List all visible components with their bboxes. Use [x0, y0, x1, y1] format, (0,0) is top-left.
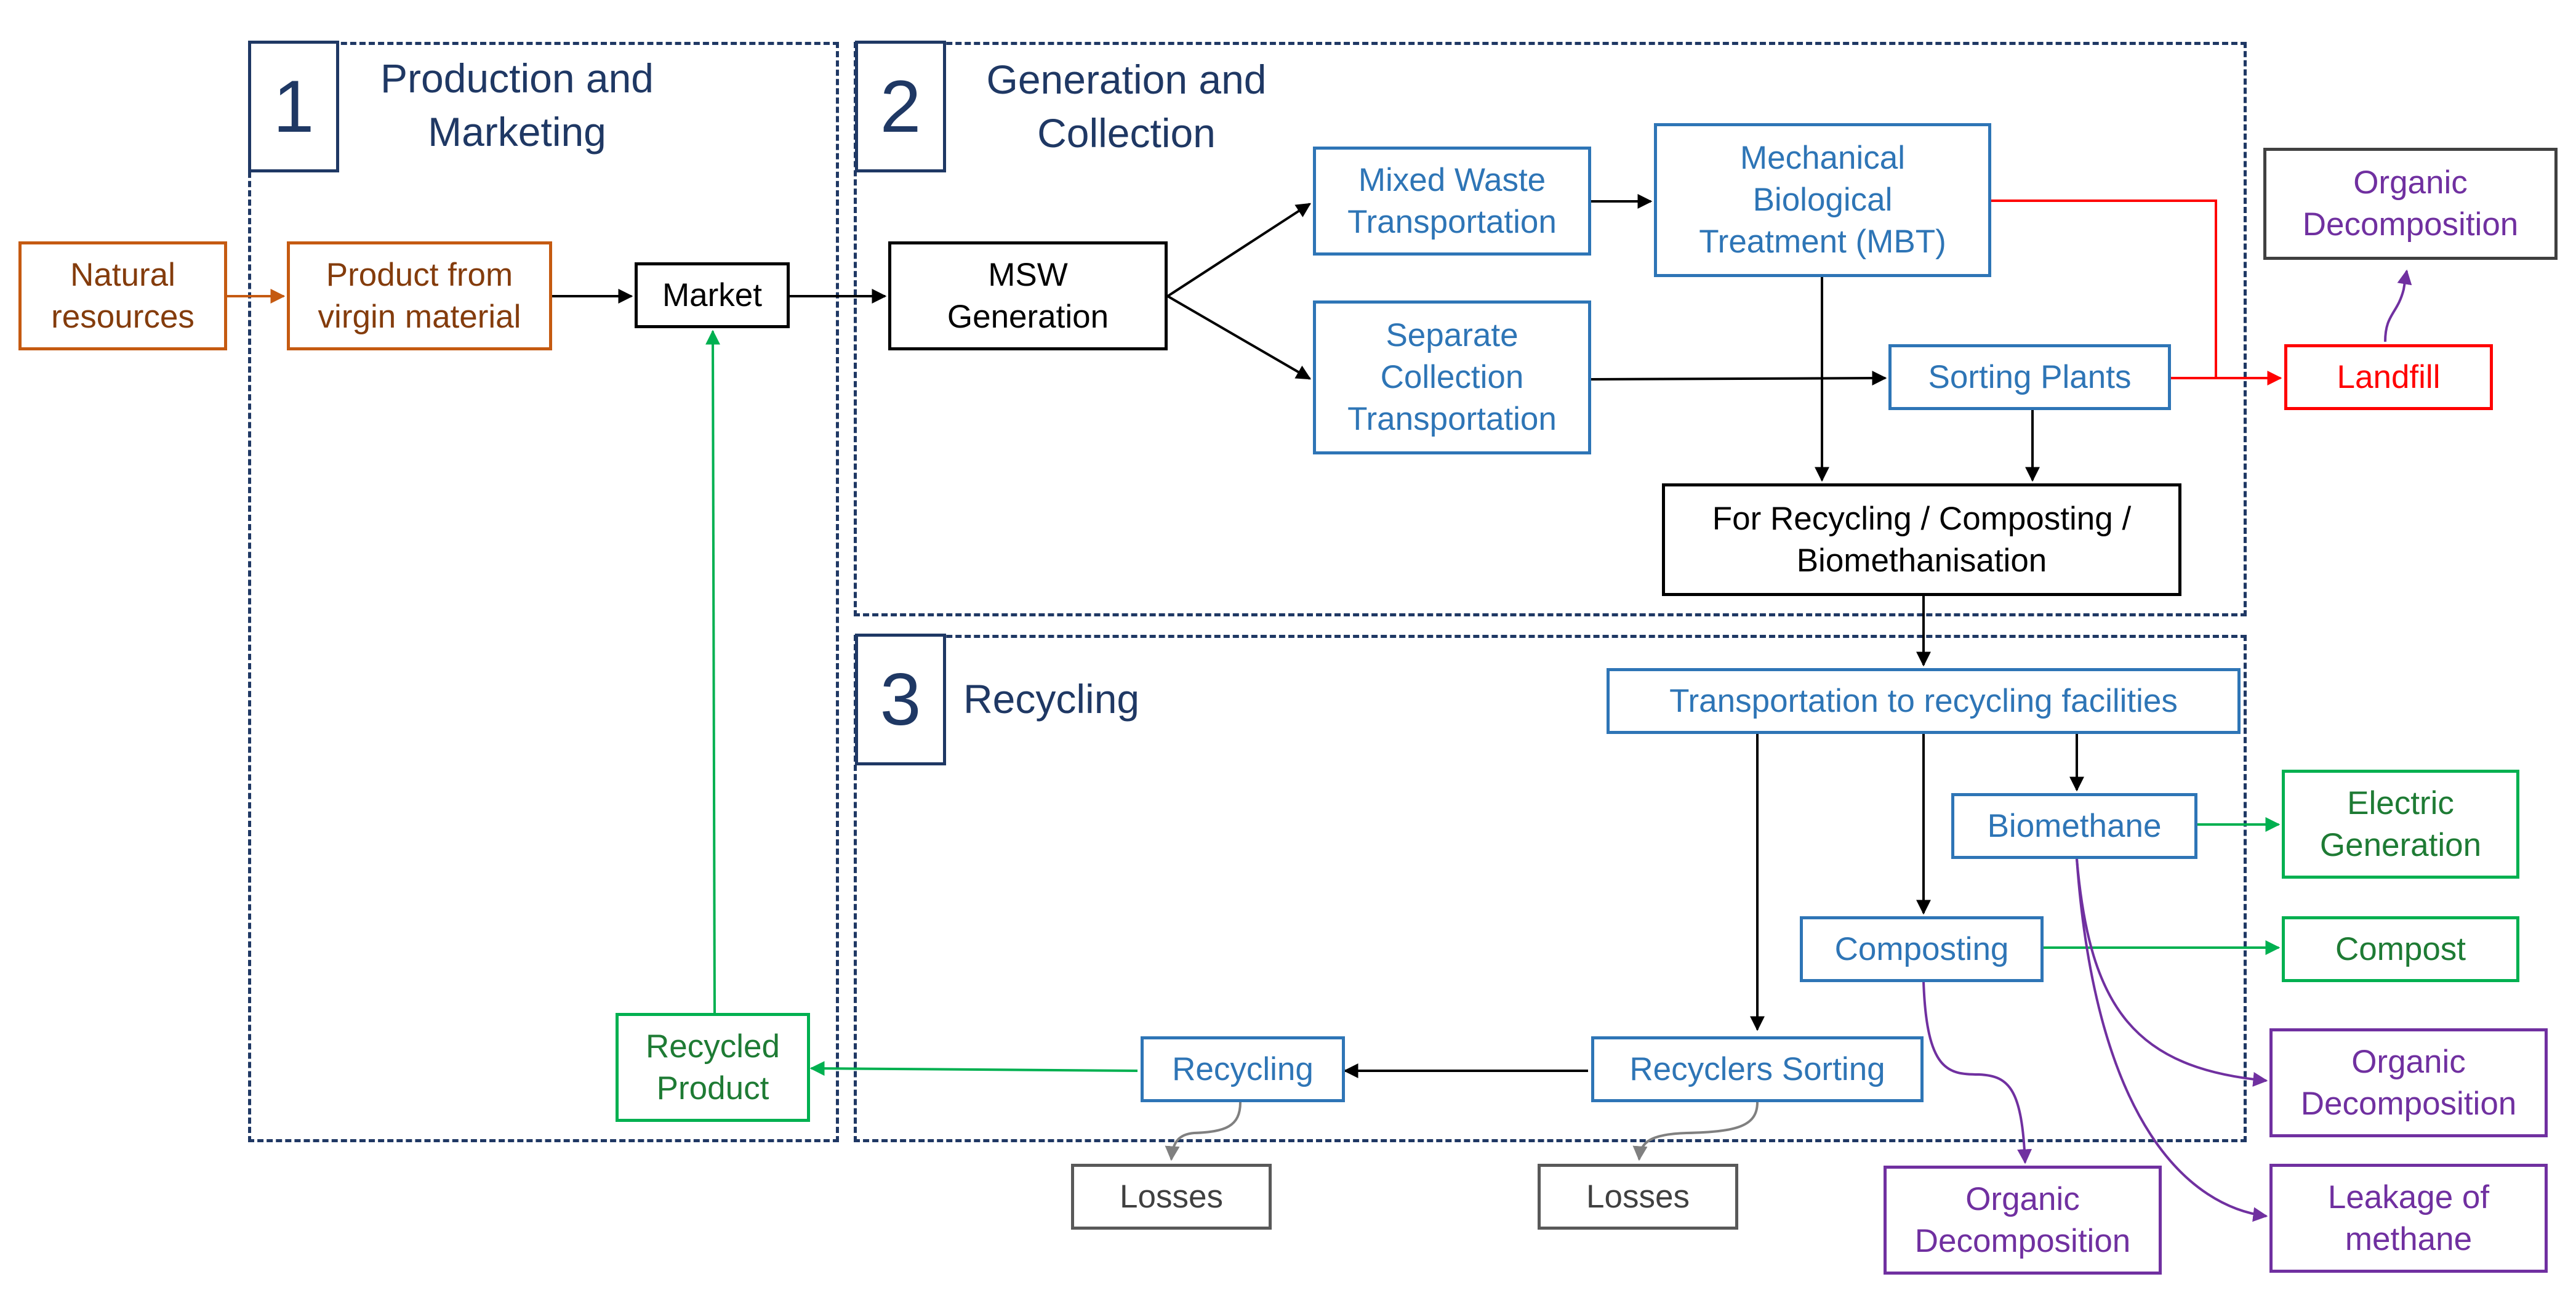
- market-box: Market: [635, 262, 790, 328]
- mixed-waste-transportation-box: Mixed Waste Transportation: [1313, 147, 1591, 256]
- electric-generation-box: Electric Generation: [2282, 770, 2519, 879]
- section-3-region: [854, 635, 2247, 1142]
- organic-decomposition-landfill-box: Organic Decomposition: [2263, 148, 2558, 260]
- section-1-region: [248, 42, 839, 1142]
- compost-box: Compost: [2282, 916, 2519, 982]
- composting-box: Composting: [1800, 916, 2044, 982]
- section-2-number: 2: [855, 41, 946, 172]
- sorting-plants-box: Sorting Plants: [1888, 344, 2171, 410]
- product-virgin-material-box: Product from virgin material: [287, 241, 552, 350]
- losses-sorting-box: Losses: [1538, 1164, 1738, 1230]
- leakage-of-methane-box: Leakage of methane: [2269, 1164, 2548, 1273]
- losses-recycling-box: Losses: [1071, 1164, 1272, 1230]
- recycling-box: Recycling: [1141, 1036, 1345, 1102]
- separate-collection-transportation-box: Separate Collection Transportation: [1313, 300, 1591, 454]
- section-2-region: [854, 42, 2247, 616]
- section-1-title: Production and Marketing: [380, 55, 654, 155]
- section-3-number: 3: [855, 634, 946, 765]
- mbt-box: Mechanical Biological Treatment (MBT): [1654, 123, 1991, 277]
- recyclers-sorting-box: Recyclers Sorting: [1591, 1036, 1924, 1102]
- organic-decomposition-biomethane-box: Organic Decomposition: [2269, 1028, 2548, 1137]
- section-2-title: Generation and Collection: [986, 57, 1267, 156]
- natural-resources-box: Natural resources: [18, 241, 227, 350]
- landfill-box: Landfill: [2284, 344, 2493, 410]
- transportation-recycling-facilities-box: Transportation to recycling facilities: [1607, 668, 2241, 734]
- recycled-product-box: Recycled Product: [616, 1013, 810, 1122]
- organic-decomposition-composting-box: Organic Decomposition: [1884, 1166, 2162, 1275]
- section-3-title: Recycling: [963, 676, 1140, 722]
- section-1-number: 1: [248, 41, 339, 172]
- biomethane-box: Biomethane: [1951, 793, 2197, 859]
- msw-generation-box: MSW Generation: [888, 241, 1168, 350]
- for-recycling-box: For Recycling / Composting / Biomethanis…: [1662, 483, 2181, 596]
